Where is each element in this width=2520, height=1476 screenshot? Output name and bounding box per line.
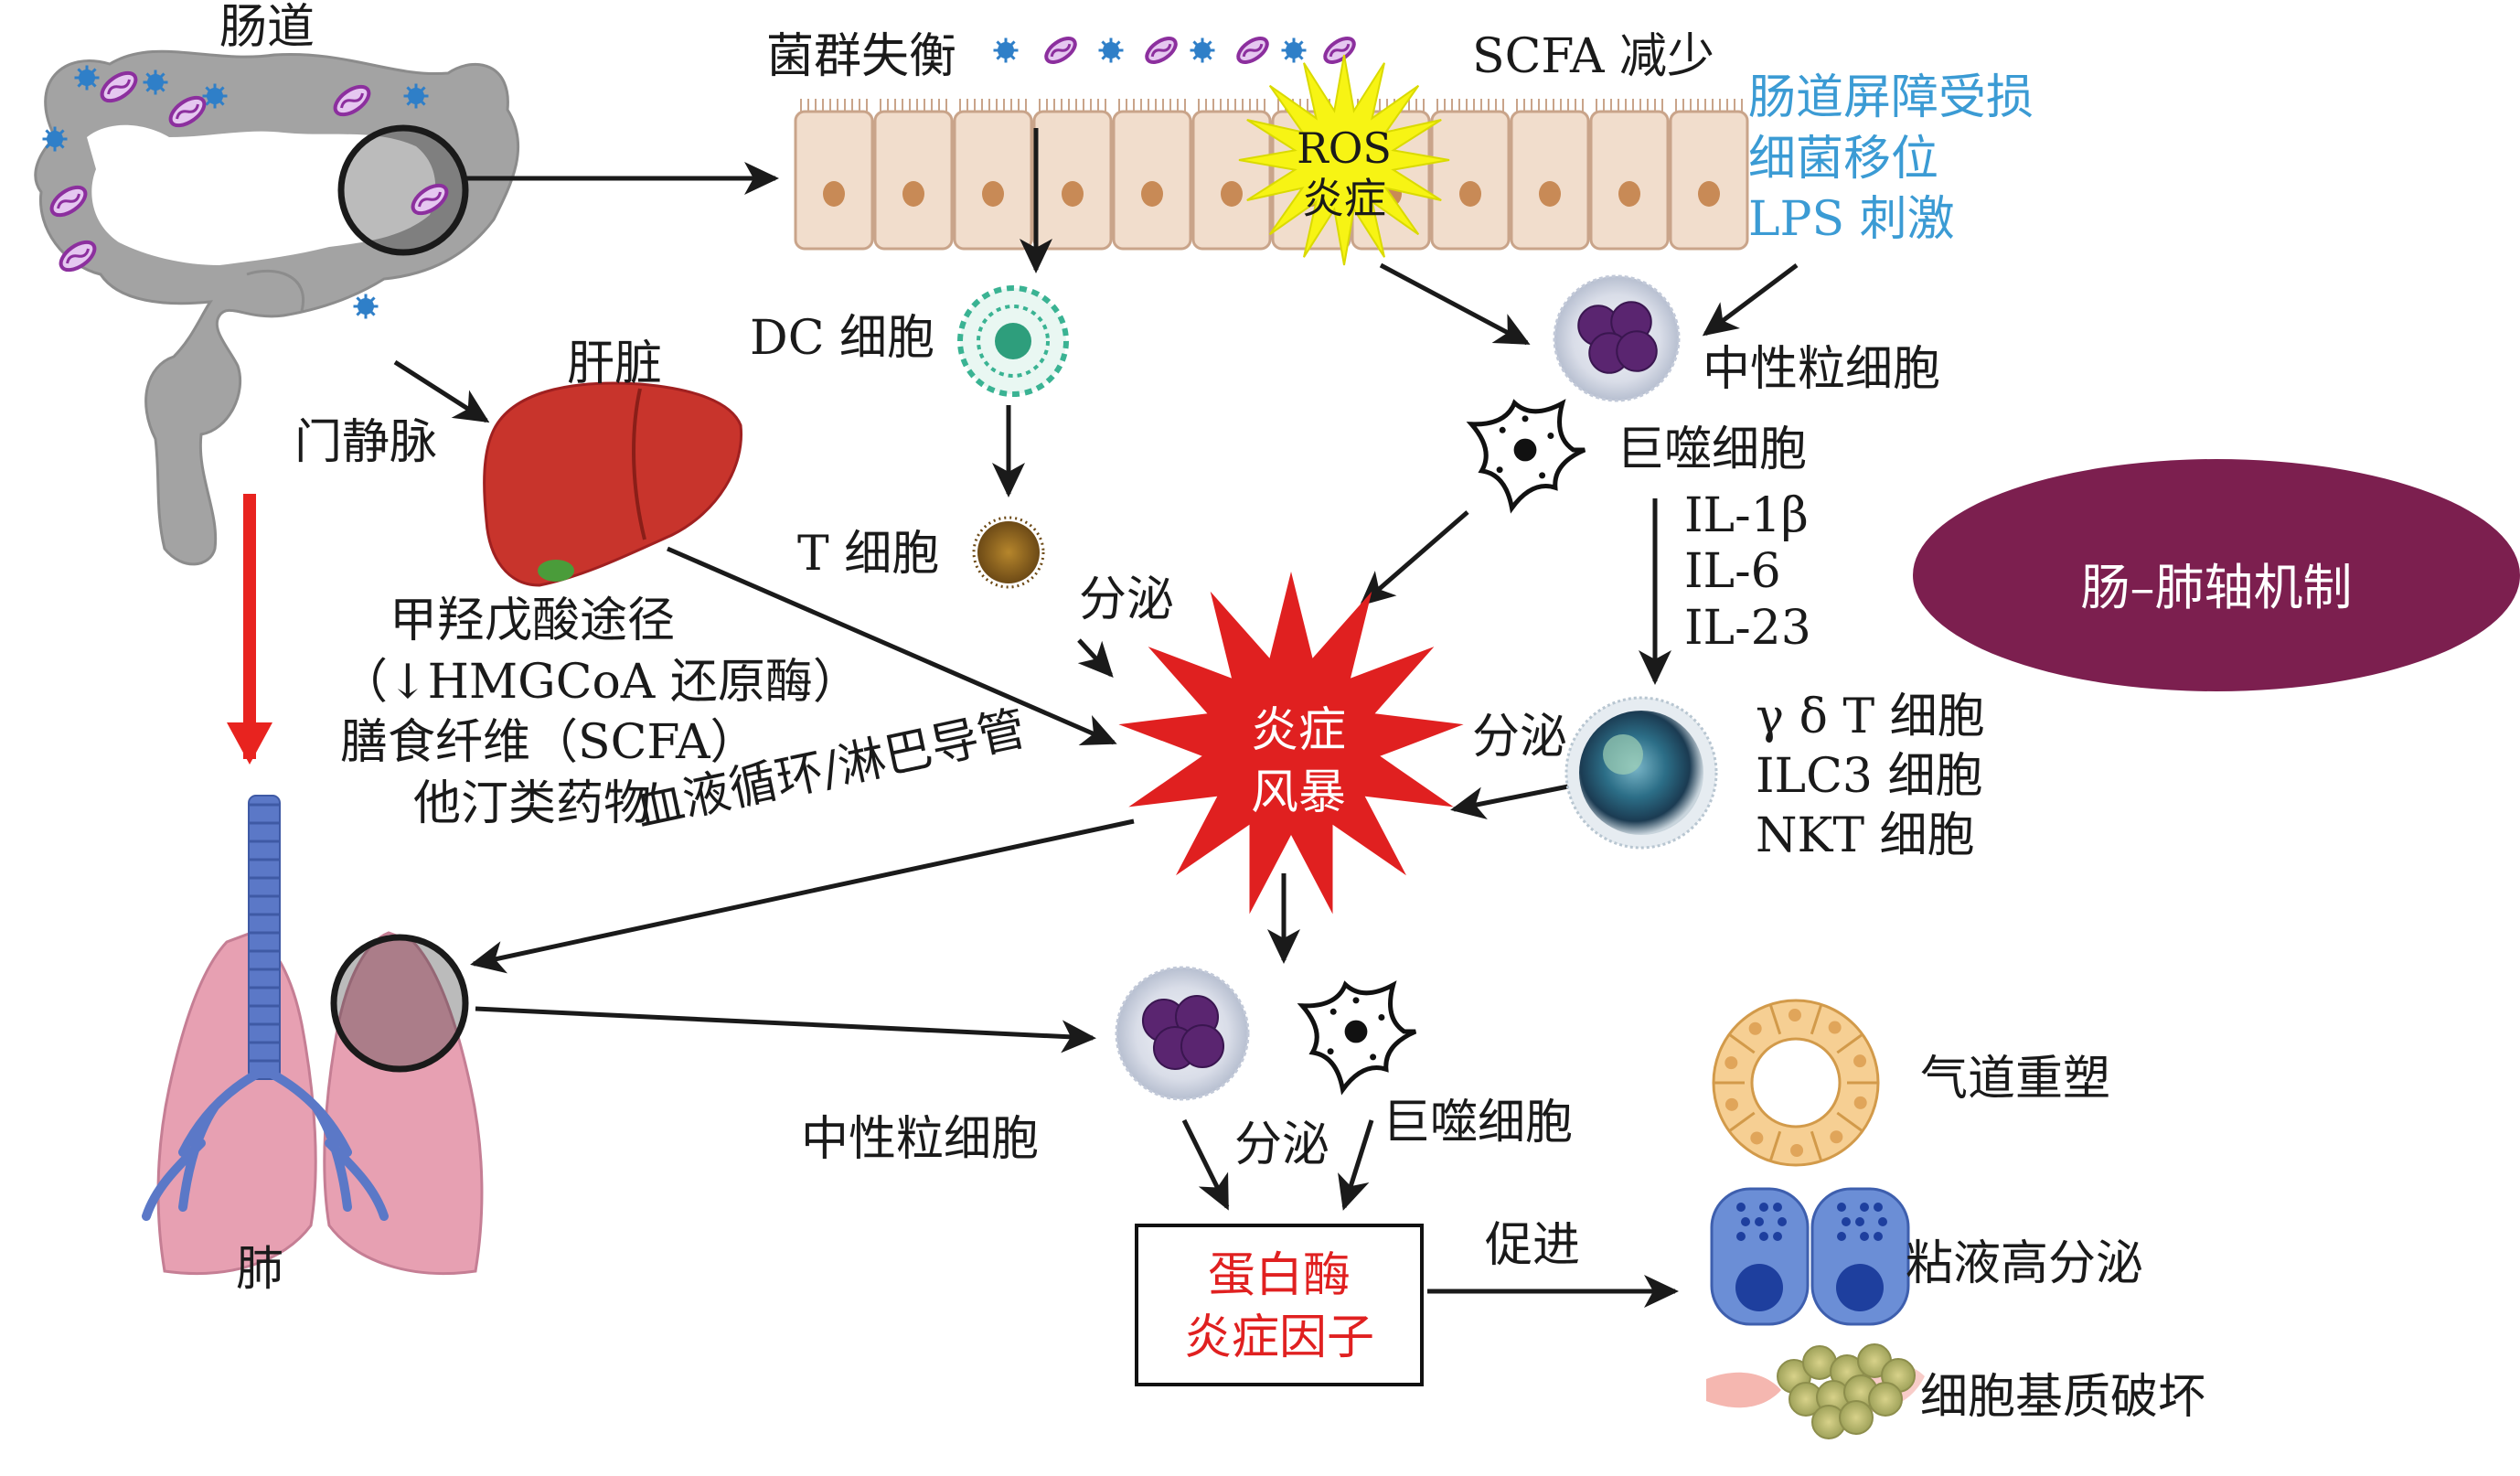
innate-lymphocyte-icon — [1564, 696, 1718, 850]
scfa-decrease-label: SCFA 减少 — [1472, 29, 1715, 84]
bacterium-spiky-icon — [1190, 37, 1215, 63]
innate-cell-item: γ δ T 细胞 — [1756, 690, 1985, 744]
gut-lung-axis-badge: 肠–肺轴机制 — [1913, 459, 2520, 691]
dysbiosis-bacteria — [993, 37, 1356, 64]
pathway-line: （↓HMGCoA 还原酶） — [340, 654, 860, 710]
innate-cell-list: γ δ T 细胞 ILC3 细胞 NKT 细胞 — [1756, 688, 1985, 866]
cytokine-list: IL-1β IL-6 IL-23 — [1684, 488, 1811, 657]
pathway-line: 甲羟戊酸途径 — [389, 594, 675, 648]
lung-icon — [142, 795, 484, 1275]
bacterium-rod-icon — [333, 84, 371, 117]
airway-ring-icon — [1712, 999, 1880, 1167]
ros-label: ROS 炎症 — [1289, 123, 1399, 224]
protease-text: 蛋白酶 炎症因子 — [1135, 1246, 1424, 1369]
cytokine-item: IL-1β — [1684, 488, 1809, 543]
dc-cell-label: DC 细胞 — [750, 311, 935, 366]
bacterium-rod-icon — [1044, 37, 1077, 64]
intestine-illustration — [34, 49, 520, 566]
bacterium-spiky-icon — [74, 65, 100, 91]
bacterium-rod-icon — [411, 183, 449, 216]
bacterium-spiky-icon — [1281, 37, 1307, 63]
t-cell-icon — [972, 516, 1045, 589]
macrophage-icon — [1466, 399, 1586, 514]
innate-cell-item: NKT 细胞 — [1756, 808, 1975, 863]
pathway-line: 他汀类药物 — [412, 775, 651, 831]
promote-label: 促进 — [1485, 1218, 1581, 1273]
barrier-item: 细菌移位 — [1748, 131, 1939, 187]
bacterium-spiky-icon — [993, 37, 1019, 63]
bacterium-spiky-icon — [1098, 37, 1124, 63]
macrophage-top-label: 巨噬细胞 — [1617, 422, 1808, 477]
bacterium-spiky-icon — [143, 70, 168, 95]
matrix-icon — [1706, 1343, 1925, 1439]
liver-icon — [483, 381, 743, 587]
outcome-mucus: 粘液高分泌 — [1906, 1236, 2144, 1291]
t-cell-label: T 细胞 — [797, 527, 940, 582]
ros-burst-icon — [1238, 54, 1450, 266]
liver-label: 肝脏 — [567, 337, 663, 391]
bacterium-rod-icon — [1145, 37, 1178, 64]
bacterium-rod-icon — [1323, 37, 1356, 64]
bacterium-rod-icon — [1236, 37, 1269, 64]
pathway-line: 膳食纤维（SCFA） — [340, 715, 758, 771]
outcome-matrix: 细胞基质破坏 — [1920, 1370, 2206, 1425]
dysbiosis-label: 菌群失衡 — [766, 29, 957, 84]
intestine-label: 肠道 — [219, 0, 315, 55]
storm-line1: 炎症 — [1250, 703, 1346, 758]
storm-line2: 风暴 — [1250, 765, 1346, 820]
secrete-label-3: 分泌 — [1234, 1118, 1330, 1172]
barrier-item: LPS 刺激 — [1748, 192, 1955, 248]
innate-cell-item: ILC3 细胞 — [1756, 749, 1983, 804]
bacterium-spiky-icon — [353, 294, 379, 319]
liver-pathway-text: 甲羟戊酸途径 （↓HMGCoA 还原酶） 膳食纤维（SCFA） 他汀类药物 — [340, 591, 860, 834]
bacterium-rod-icon — [100, 70, 138, 103]
secrete-label-2: 分泌 — [1472, 710, 1568, 765]
goblet-cell-icon — [1710, 1187, 1910, 1326]
macrophage-icon — [1297, 980, 1417, 1096]
secrete-label-1: 分泌 — [1079, 572, 1175, 627]
ros-line2: 炎症 — [1302, 174, 1386, 224]
bacterium-rod-icon — [49, 185, 88, 218]
arrows — [393, 128, 1799, 1308]
outcome-airway: 气道重塑 — [1920, 1052, 2111, 1107]
barrier-item: 肠道屏障受损 — [1748, 70, 2034, 125]
portal-vein-label: 门静脉 — [294, 415, 438, 470]
ros-line1: ROS — [1297, 123, 1392, 173]
dendritic-cell-icon — [957, 285, 1069, 397]
neutrophil-bottom-label: 中性粒细胞 — [801, 1112, 1040, 1167]
cytokine-item: IL-23 — [1684, 600, 1811, 656]
bacterium-spiky-icon — [202, 83, 228, 109]
storm-burst-icon — [1118, 572, 1464, 914]
neutrophil-icon — [1115, 966, 1250, 1101]
bacterium-rod-icon — [168, 95, 207, 128]
bacterium-rod-icon — [59, 240, 97, 273]
protease-box — [1135, 1224, 1424, 1386]
protease-line1: 蛋白酶 — [1207, 1248, 1351, 1303]
protease-line2: 炎症因子 — [1183, 1310, 1374, 1365]
axis-label: 肠–肺轴机制 — [2080, 559, 2353, 616]
macrophage-bottom-label: 巨噬细胞 — [1383, 1096, 1574, 1150]
neutrophil-top-label: 中性粒细胞 — [1703, 342, 1941, 397]
gut-epithelium — [794, 99, 1749, 251]
neutrophil-icon — [1553, 274, 1681, 402]
bacterium-spiky-icon — [403, 83, 429, 109]
barrier-list: 肠道屏障受损 细菌移位 LPS 刺激 — [1748, 68, 2034, 251]
storm-label: 炎症 风暴 — [1216, 701, 1381, 824]
intestine-bacteria — [42, 65, 449, 319]
lung-label: 肺 — [236, 1242, 284, 1297]
bacterium-spiky-icon — [42, 126, 68, 152]
cytokine-item: IL-6 — [1684, 544, 1781, 600]
